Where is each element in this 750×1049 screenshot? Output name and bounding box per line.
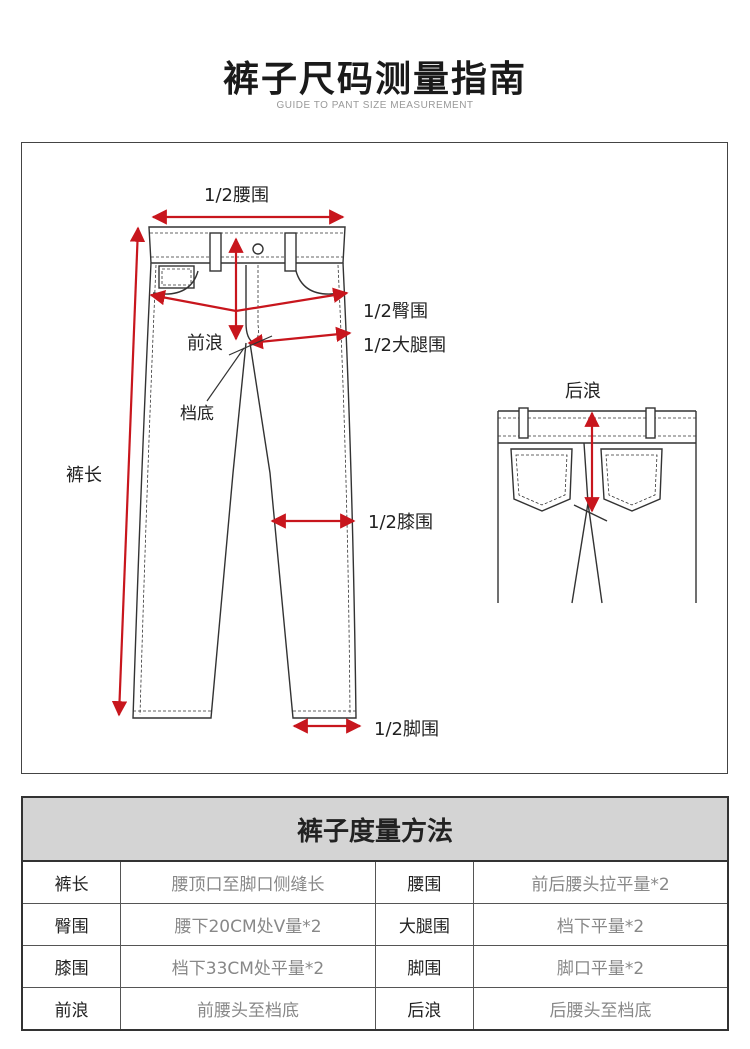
hem-label: 1/2脚围 <box>374 719 439 740</box>
measurement-table: 裤子度量方法 裤长 腰顶口至脚口侧缝长 腰围 前后腰头拉平量*2 臀围 腰下20… <box>21 796 729 1031</box>
row-value: 前后腰头拉平量*2 <box>473 860 729 904</box>
row-value: 后腰头至档底 <box>473 987 729 1031</box>
knee-label: 1/2膝围 <box>368 512 433 533</box>
length-arrow <box>111 226 146 717</box>
row-value: 脚口平量*2 <box>473 945 729 988</box>
thigh-arrow <box>247 326 352 350</box>
row-key: 臀围 <box>21 903 122 946</box>
table-row: 裤长 腰顶口至脚口侧缝长 腰围 前后腰头拉平量*2 <box>21 860 729 904</box>
hip-label: 1/2臀围 <box>363 301 428 322</box>
row-value: 档下33CM处平量*2 <box>120 945 376 988</box>
waist-label: 1/2腰围 <box>204 185 269 206</box>
row-key: 裤长 <box>21 860 122 904</box>
hip-arrow <box>149 287 349 313</box>
row-key: 腰围 <box>374 860 475 904</box>
row-value: 档下平量*2 <box>473 903 729 946</box>
pants-illustration <box>111 209 697 734</box>
row-value: 前腰头至档底 <box>120 987 376 1031</box>
measurement-diagram: 1/2腰围 1/2臀围 前浪 1/2大腿围 档底 裤长 1/2膝围 1/2脚围 … <box>21 142 728 774</box>
row-value: 腰下20CM处V量*2 <box>120 903 376 946</box>
row-value: 腰顶口至脚口侧缝长 <box>120 860 376 904</box>
crotch-pointer <box>206 335 273 402</box>
row-key: 大腿围 <box>374 903 475 946</box>
front-pants-drawing <box>132 226 357 719</box>
table-heading: 裤子度量方法 <box>22 797 728 862</box>
front-rise-label: 前浪 <box>187 333 223 354</box>
table-row: 膝围 档下33CM处平量*2 脚围 脚口平量*2 <box>21 945 729 988</box>
row-key: 后浪 <box>374 987 475 1031</box>
page-subtitle: GUIDE TO PANT SIZE MEASUREMENT <box>276 100 474 111</box>
thigh-label: 1/2大腿围 <box>363 335 446 356</box>
length-label: 裤长 <box>66 465 102 486</box>
table-header-row: 裤子度量方法 <box>22 797 728 862</box>
table-row: 臀围 腰下20CM处V量*2 大腿围 档下平量*2 <box>21 903 729 946</box>
row-key: 脚围 <box>374 945 475 988</box>
row-key: 前浪 <box>21 987 122 1031</box>
back-rise-label: 后浪 <box>565 381 601 402</box>
table-row: 前浪 前腰头至档底 后浪 后腰头至档底 <box>21 987 729 1031</box>
back-pants-drawing <box>497 407 697 604</box>
page-title: 裤子尺码测量指南 <box>222 59 527 100</box>
crotch-label: 档底 <box>180 404 214 424</box>
row-key: 膝围 <box>21 945 122 988</box>
front-measure-arrows <box>111 209 362 734</box>
